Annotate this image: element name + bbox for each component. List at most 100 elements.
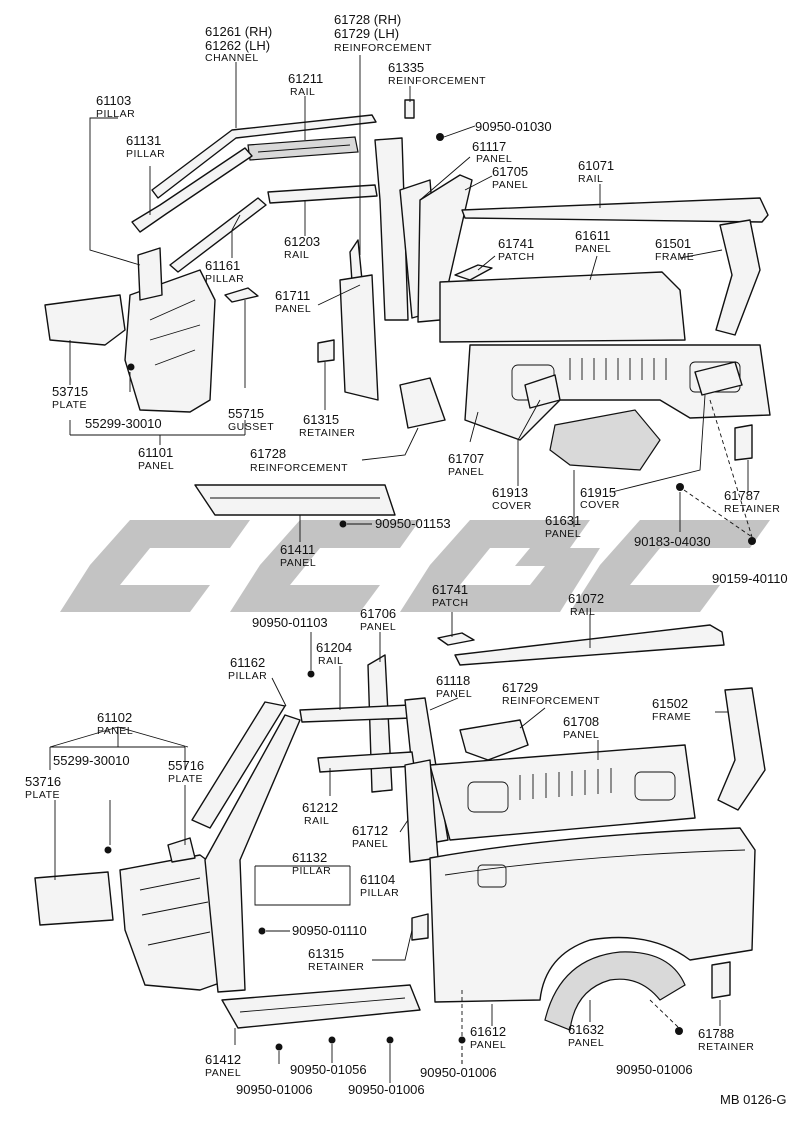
patch-61741-lower <box>437 632 475 646</box>
label-55299-upper: 55299-30010 <box>85 416 162 431</box>
label-61915-num: 61915 <box>580 485 616 500</box>
panel-61708 <box>429 744 696 841</box>
channel-61261 <box>151 114 377 199</box>
label-90950-01110: 90950-01110 <box>292 923 367 938</box>
frame-61501 <box>715 219 761 336</box>
panel-61707 <box>464 344 771 441</box>
label-53716-num: 53716 <box>25 774 61 789</box>
panel-61611 <box>439 271 686 343</box>
label-61412-num: 61412 <box>205 1052 241 1067</box>
frame-61502 <box>717 687 766 811</box>
rail-61072 <box>454 624 725 666</box>
plate-53715 <box>44 294 126 346</box>
panel-61631 <box>549 409 661 471</box>
panel-61412 <box>221 984 421 1029</box>
label-61162-name: PILLAR <box>228 670 267 682</box>
label-61632-num: 61632 <box>568 1022 604 1037</box>
label-61611-num: 61611 <box>575 228 610 243</box>
label-90950-01006-b: 90950-01006 <box>348 1082 425 1097</box>
rail-61204 <box>299 704 413 723</box>
label-61203-name: RAIL <box>284 249 309 261</box>
label-61705-name: PANEL <box>492 179 528 191</box>
label-61501-num: 61501 <box>655 236 691 251</box>
label-61707-name: PANEL <box>448 466 484 478</box>
label-61104-num: 61104 <box>360 872 395 887</box>
label-55299-lower: 55299-30010 <box>53 753 130 768</box>
label-61741-lower-name: PATCH <box>432 597 469 609</box>
label-61631-name: PANEL <box>545 528 581 540</box>
panel-61411 <box>194 484 396 516</box>
pillar-61162 <box>191 701 286 829</box>
bolt-90950-01006-b <box>386 1036 394 1044</box>
label-61631-num: 61631 <box>545 513 581 528</box>
label-61411-name: PANEL <box>280 557 316 569</box>
label-90159-40110: 90159-40110 <box>712 571 788 586</box>
patch-61741-top <box>454 264 493 281</box>
watermark-logo <box>60 520 770 612</box>
label-61728-name: REINFORCEMENT <box>334 42 432 54</box>
label-61161-name: PILLAR <box>205 273 244 285</box>
label-61132-name: PILLAR <box>292 865 331 877</box>
label-61102-num: 61102 <box>97 710 132 725</box>
label-61711-name: PANEL <box>275 303 311 315</box>
label-90950-01030: 90950-01030 <box>475 119 552 134</box>
gusset-55715 <box>224 287 259 303</box>
label-61787-num: 61787 <box>724 488 760 503</box>
label-61103-name: PILLAR <box>96 108 135 120</box>
label-61101-name: PANEL <box>138 460 174 472</box>
leader-lines <box>49 55 753 1083</box>
label-90950-01056: 90950-01056 <box>290 1062 367 1077</box>
retainer-61788 <box>711 961 731 999</box>
label-55715-num: 55715 <box>228 406 264 421</box>
label-90950-01006-a: 90950-01006 <box>236 1082 313 1097</box>
label-55715-name: GUSSET <box>228 421 274 433</box>
label-90950-01103: 90950-01103 <box>252 615 328 630</box>
top-assembly <box>44 99 771 516</box>
label-55716-num: 55716 <box>168 758 204 773</box>
label-61708-num: 61708 <box>563 714 599 729</box>
label-61118-num: 61118 <box>436 673 470 688</box>
label-61131-num: 61131 <box>126 133 161 148</box>
bolt-55299-lower <box>104 846 112 854</box>
label-61502-name: FRAME <box>652 711 691 723</box>
label-61131-name: PILLAR <box>126 148 165 160</box>
label-53716-name: PLATE <box>25 789 60 801</box>
pillar-61132 <box>204 714 301 993</box>
retainer-61787 <box>734 424 753 461</box>
label-61611-name: PANEL <box>575 243 611 255</box>
label-61712-num: 61712 <box>352 823 388 838</box>
label-61612-num: 61612 <box>470 1024 506 1039</box>
panel-61632 <box>544 951 686 1031</box>
label-61101-num: 61101 <box>138 445 173 460</box>
label-61118-name: PANEL <box>436 688 472 700</box>
label-61741-lower-num: 61741 <box>432 582 468 597</box>
label-61788-num: 61788 <box>698 1026 734 1041</box>
label-55716-name: PLATE <box>168 773 203 785</box>
bolt-90950-01110 <box>258 927 266 935</box>
label-61104-name: PILLAR <box>360 887 399 899</box>
label-61335-num: 61335 <box>388 60 424 75</box>
label-61204-num: 61204 <box>316 640 352 655</box>
label-61705-num: 61705 <box>492 164 528 179</box>
label-61071-num: 61071 <box>578 158 614 173</box>
label-53715-name: PLATE <box>52 399 87 411</box>
bottom-assembly <box>34 624 766 1031</box>
pillar-61161 <box>169 197 267 273</box>
label-90950-01006-d: 90950-01006 <box>616 1062 693 1077</box>
label-61741-top-name: PATCH <box>498 251 535 263</box>
label-61632-name: PANEL <box>568 1037 604 1049</box>
label-61729-lower-name: REINFORCEMENT <box>502 695 600 707</box>
label-61203-num: 61203 <box>284 234 320 249</box>
label-61501-name: FRAME <box>655 251 694 263</box>
label-61411-num: 61411 <box>280 542 315 557</box>
panel-61706 <box>367 654 393 793</box>
retainer-61315-top <box>317 339 335 363</box>
label-61162-num: 61162 <box>230 655 265 670</box>
reinforcement-61728-lower <box>399 377 446 429</box>
label-61072-name: RAIL <box>570 606 595 618</box>
cover-61913 <box>524 374 561 409</box>
rail-61203 <box>267 184 378 204</box>
label-61706-num: 61706 <box>360 606 396 621</box>
bolt-90950-01103 <box>307 670 315 678</box>
